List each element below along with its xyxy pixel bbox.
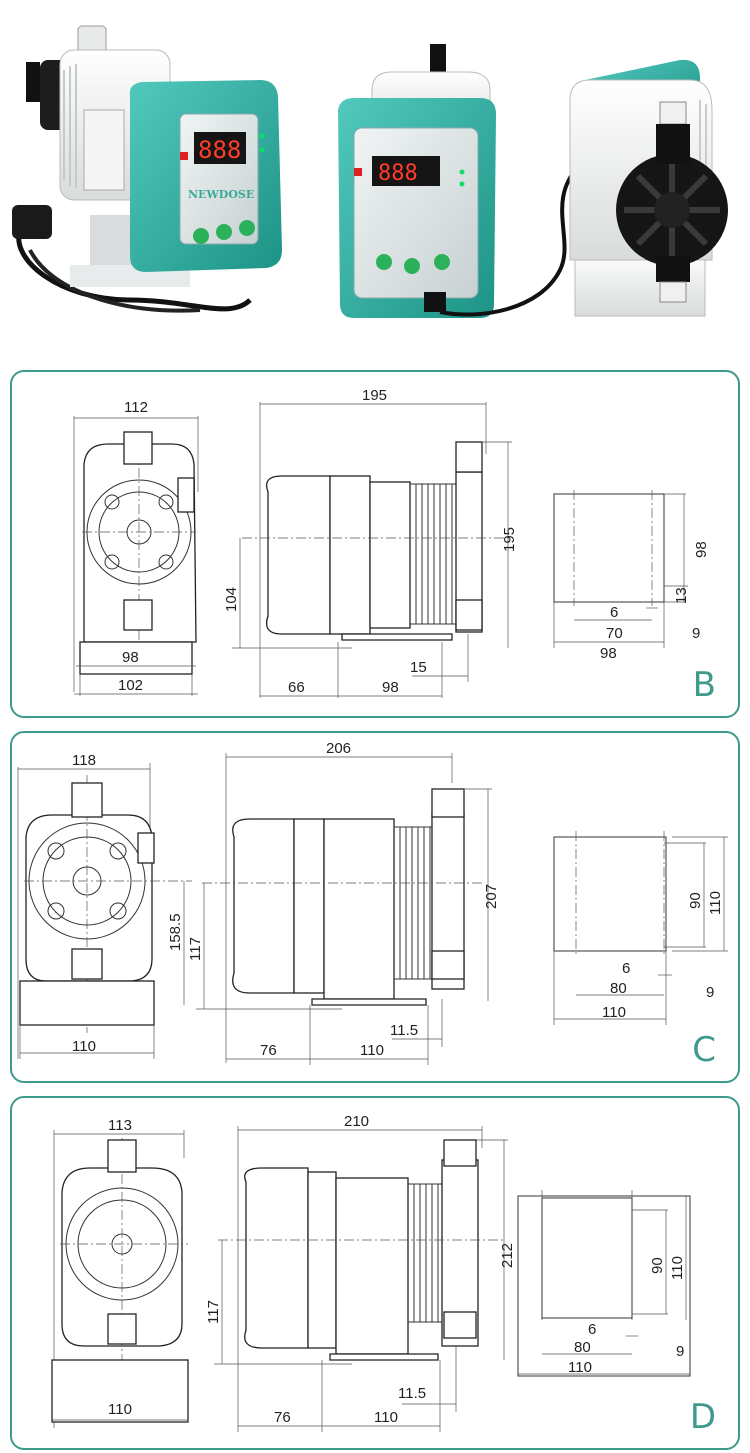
dim-slot-width: 6 [588, 1321, 596, 1338]
side-view-c: 206 207 117 76 110 11.5 [187, 740, 500, 1065]
dim-base-width: 110 [108, 1401, 132, 1418]
model-letter: B [692, 665, 716, 705]
drawing-panel-b: 112 98 102 [10, 370, 740, 718]
side-view-d: 210 212 117 76 110 11.5 [205, 1113, 516, 1432]
up-arrow-button [239, 220, 255, 236]
front-view-d: 113 110 [51, 1117, 189, 1428]
dim-foot-span: 110 [374, 1409, 398, 1426]
model-letter: C [692, 1030, 716, 1070]
dim-edge: 9 [692, 625, 700, 642]
dim-edge: 9 [706, 984, 714, 1001]
dim-side-length: 210 [344, 1113, 369, 1130]
dim-center-height: 117 [187, 937, 204, 961]
model-letter: D [689, 1397, 716, 1437]
dim-footprint-height-outer: 110 [707, 891, 724, 915]
dim-left-offset: 76 [260, 1042, 277, 1059]
dim-foot-span: 98 [382, 679, 399, 696]
set-button [216, 224, 232, 240]
dim-front-width: 118 [72, 752, 96, 769]
pump-photo: 888 NEWDOSE 888 [12, 25, 728, 318]
dim-center-height: 117 [205, 1300, 222, 1324]
dim-base-outer: 102 [118, 677, 143, 694]
dim-footprint-height-inner: 90 [649, 1257, 666, 1274]
dim-center-height: 104 [223, 587, 240, 612]
down-arrow-button [193, 228, 209, 244]
dim-left-offset: 66 [288, 679, 305, 696]
power-plug-icon [12, 205, 52, 239]
drawing-panel-c: 118 158.5 110 [10, 731, 740, 1083]
dim-front-center-height: 158.5 [167, 913, 184, 951]
down-arrow-button [376, 254, 392, 270]
dim-base-width: 110 [72, 1038, 96, 1055]
dim-side-height: 212 [499, 1243, 516, 1268]
dimension-drawing-d: 113 110 [51, 1113, 691, 1432]
dim-inner-width: 80 [610, 980, 627, 997]
dim-side-height: 195 [501, 527, 518, 552]
dim-side-length: 195 [362, 387, 387, 404]
footprint-d: 90 110 6 80 9 110 [517, 1190, 691, 1377]
led-display: 888 [198, 136, 241, 164]
pump-1: 888 NEWDOSE [12, 25, 282, 313]
dim-outer-width: 98 [600, 645, 617, 662]
dim-foot-right: 11.5 [390, 1022, 418, 1039]
footprint-b: 98 13 6 70 9 98 [553, 490, 710, 662]
dim-inner-width: 80 [574, 1339, 591, 1356]
dimension-drawing-b: 112 98 102 [73, 387, 710, 698]
dim-slot-width: 6 [622, 960, 630, 977]
dim-front-width: 112 [124, 399, 148, 416]
up-arrow-button [434, 254, 450, 270]
dim-edge: 9 [676, 1343, 684, 1360]
dim-foot-right: 15 [410, 659, 427, 676]
dim-footprint-height: 98 [693, 541, 710, 558]
dim-foot-right: 11.5 [398, 1385, 426, 1402]
dim-footprint-height-inner: 90 [687, 892, 704, 909]
dim-outer-width: 110 [602, 1004, 626, 1021]
dim-outer-width: 110 [568, 1359, 592, 1376]
dim-foot-span: 110 [360, 1042, 384, 1059]
dim-footprint-height-outer: 110 [669, 1256, 686, 1280]
front-view-b: 112 98 102 [73, 399, 199, 696]
pump-2: 888 [338, 44, 582, 318]
dim-side-length: 206 [326, 740, 351, 757]
dim-slot-height: 13 [673, 587, 690, 604]
dim-slot-width: 6 [610, 604, 618, 621]
brand-label: NEWDOSE [188, 188, 254, 201]
dimension-drawing-c: 118 158.5 110 [17, 740, 728, 1065]
dim-front-width: 113 [108, 1117, 132, 1134]
led-display: 888 [378, 161, 418, 186]
dim-side-height: 207 [483, 884, 500, 909]
footprint-c: 90 110 6 80 9 110 [553, 831, 728, 1025]
front-view-c: 118 158.5 110 [17, 752, 192, 1059]
side-view-b: 195 195 104 66 98 15 [223, 387, 518, 698]
pump-3 [569, 59, 728, 317]
dim-inner-width: 70 [606, 625, 623, 642]
drawing-panel-d: 113 110 [10, 1096, 740, 1450]
set-button [404, 258, 420, 274]
dim-left-offset: 76 [274, 1409, 291, 1426]
dim-base-inner: 98 [122, 649, 139, 666]
